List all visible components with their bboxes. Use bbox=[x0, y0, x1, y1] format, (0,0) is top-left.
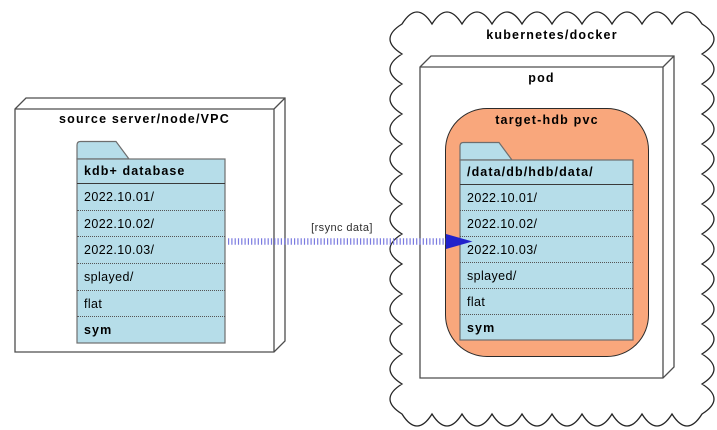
folder-item: 2022.10.03/ bbox=[77, 237, 225, 265]
pod-title: pod bbox=[528, 71, 555, 85]
folder-item: flat bbox=[460, 289, 633, 315]
folder-item: splayed/ bbox=[460, 263, 633, 289]
source-box-title: source server/node/VPC bbox=[59, 112, 230, 126]
pvc-title: target-hdb pvc bbox=[495, 113, 599, 127]
cloud-title: kubernetes/docker bbox=[486, 28, 618, 42]
folder-item: splayed/ bbox=[77, 264, 225, 291]
folder-item: flat bbox=[77, 291, 225, 318]
folder-item: 2022.10.02/ bbox=[77, 211, 225, 238]
target-folder: /data/db/hdb/data/ 2022.10.01/ 2022.10.0… bbox=[460, 160, 633, 340]
folder-item: 2022.10.01/ bbox=[460, 185, 633, 211]
source-folder: kdb+ database 2022.10.01/ 2022.10.02/ 20… bbox=[77, 159, 225, 343]
folder-item: sym bbox=[84, 323, 113, 338]
rsync-arrow-label: [rsync data] bbox=[311, 222, 373, 234]
source-folder-header: kdb+ database bbox=[77, 159, 225, 184]
folder-item: 2022.10.01/ bbox=[77, 184, 225, 211]
folder-item: sym bbox=[467, 320, 496, 335]
target-folder-header: /data/db/hdb/data/ bbox=[460, 160, 633, 185]
folder-item: 2022.10.03/ bbox=[460, 237, 633, 263]
folder-item: 2022.10.02/ bbox=[460, 211, 633, 237]
